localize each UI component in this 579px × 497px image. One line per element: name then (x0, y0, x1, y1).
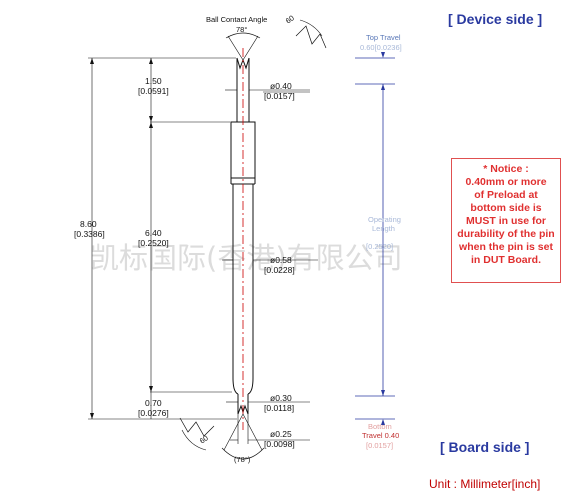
bottom-angle-value: (78°) (234, 455, 251, 464)
operating-value: [0.2520] (366, 242, 393, 251)
top-tip-inch: [0.0591] (138, 86, 169, 96)
top-angle-arc (225, 32, 261, 39)
bottom-dia-mm: ø0.25 (270, 429, 292, 439)
lower-neck-mm: 0.70 (145, 398, 162, 408)
top-travel-value: 0.60[0.0236] (360, 43, 402, 52)
body-dia-inch: [0.0228] (264, 265, 295, 275)
board-side-heading: [ Board side ] (440, 439, 529, 455)
top-tip-mm: 1.50 (145, 76, 162, 86)
bottom-angle-arc (221, 447, 265, 460)
notice-line-1: * Notice : (483, 163, 529, 175)
bottom-label: Bottom (368, 422, 392, 431)
top-chamfer-value: 60 (284, 13, 296, 25)
bottom-travel-label: Travel 0.40 (362, 431, 399, 440)
device-side-heading: [ Device side ] (448, 11, 542, 27)
bottom-chamfer-arc (181, 429, 207, 451)
left-dimensions (88, 57, 237, 420)
tip-dia-mm: ø0.40 (270, 81, 292, 91)
notice-line-2: 0.40mm or more (465, 176, 547, 188)
bottom-chamfer-value: 60 (198, 433, 210, 445)
overall-mm: 8.60 (80, 219, 97, 229)
neck-dia-mm: ø0.30 (270, 393, 292, 403)
unit-label: Unit : Millimeter[inch] (429, 477, 540, 491)
watermark: 凯标国际(香港)有限公司 (90, 241, 403, 275)
bottom-dia-inch: [0.0098] (264, 439, 295, 449)
body-dia-mm: ø0.58 (270, 255, 292, 265)
bottom-chamfer-symbol (179, 417, 215, 437)
notice-line-8: in DUT Board. (471, 254, 541, 266)
tip-dia-inch: [0.0157] (264, 91, 295, 101)
notice-line-3: of Preload at (474, 189, 538, 201)
bottom-angle-line-right (242, 413, 263, 451)
travel-arrows (381, 52, 385, 425)
body-inch: [0.2520] (138, 238, 169, 248)
notice-line-4: bottom side is (470, 202, 542, 214)
top-chamfer-arc (299, 19, 323, 37)
length-label: Length (372, 224, 395, 233)
notice-line-5: MUST in use for (466, 215, 546, 227)
body-mm: 6.40 (145, 228, 162, 238)
overall-inch: [0.3386] (74, 229, 105, 239)
notice-line-6: durability of the pin (457, 228, 555, 240)
bottom-travel-value: [0.0157] (366, 441, 393, 450)
right-dim-lines (222, 89, 318, 444)
left-dim-arrows (90, 58, 153, 419)
top-angle-line-left (227, 35, 244, 61)
top-angle-line-right (242, 35, 259, 61)
notice-box: * Notice : 0.40mm or more of Preload at … (451, 158, 561, 283)
operating-label: Operating (368, 215, 401, 224)
neck-dia-inch: [0.0118] (264, 403, 294, 413)
top-travel-label: Top Travel (366, 33, 401, 42)
notice-line-7: when the pin is set (459, 241, 553, 253)
lower-neck-inch: [0.0276] (138, 408, 169, 418)
top-chamfer-symbol (295, 25, 327, 49)
travel-lines (355, 57, 395, 420)
contact-angle-label: Ball Contact Angle (206, 15, 267, 24)
bottom-angle-line-left (223, 413, 244, 451)
contact-angle-value: 78° (236, 25, 247, 34)
